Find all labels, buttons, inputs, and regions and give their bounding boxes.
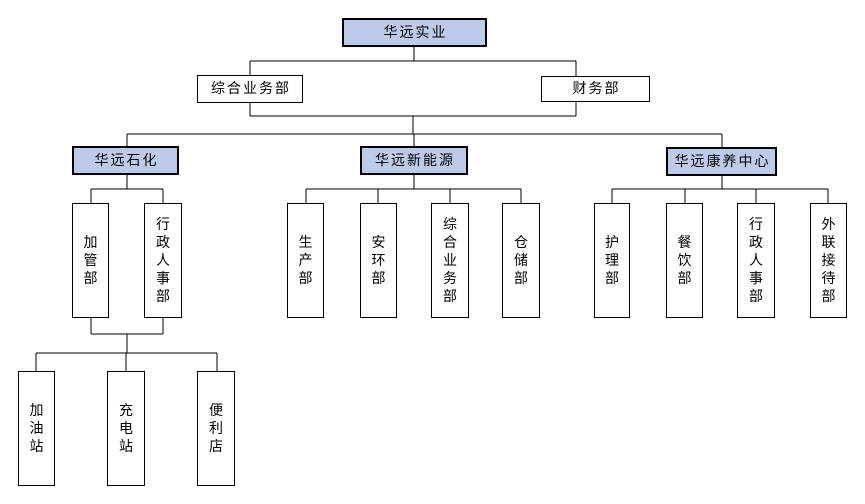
node-catering-dept: 餐 饮 部 (666, 203, 703, 318)
node-charging-station: 充 电 站 (107, 371, 145, 486)
connector-to-branches (126, 133, 723, 147)
node-convenience-store: 便 利 店 (197, 371, 235, 486)
node-gas-mgmt-dept: 加 管 部 (72, 203, 109, 318)
node-finance-dept: 财务部 (541, 76, 650, 102)
node-gas-station: 加 油 站 (18, 371, 55, 486)
connector-petrochemical-stations (35, 318, 218, 371)
node-admin-hr-dept-wellness: 行 政 人 事 部 (737, 203, 775, 318)
node-huayuan-new-energy: 华远新能源 (360, 146, 468, 175)
node-general-business-dept-hq: 综合业务部 (197, 75, 303, 103)
connector-petrochemical-departments (90, 175, 164, 203)
node-nursing-dept: 护 理 部 (594, 203, 630, 318)
node-huayuan-wellness-center: 华远康养中心 (666, 147, 777, 176)
node-warehouse-dept: 仓 储 部 (502, 203, 540, 318)
connector-new-energy-departments (305, 175, 522, 203)
node-production-dept: 生 产 部 (287, 203, 324, 318)
node-huayuan-industry: 华远实业 (342, 18, 487, 47)
node-admin-hr-dept-petrochemical: 行 政 人 事 部 (144, 203, 182, 318)
node-huayuan-petrochemical: 华远石化 (72, 146, 179, 175)
connector-wellness-departments (611, 176, 829, 203)
connector-root-to-staff (249, 47, 577, 134)
node-safety-env-dept: 安 环 部 (360, 203, 397, 318)
node-external-liaison-dept: 外 联 接 待 部 (810, 203, 847, 318)
node-general-business-dept-new-energy: 综 合 业 务 部 (431, 203, 469, 318)
